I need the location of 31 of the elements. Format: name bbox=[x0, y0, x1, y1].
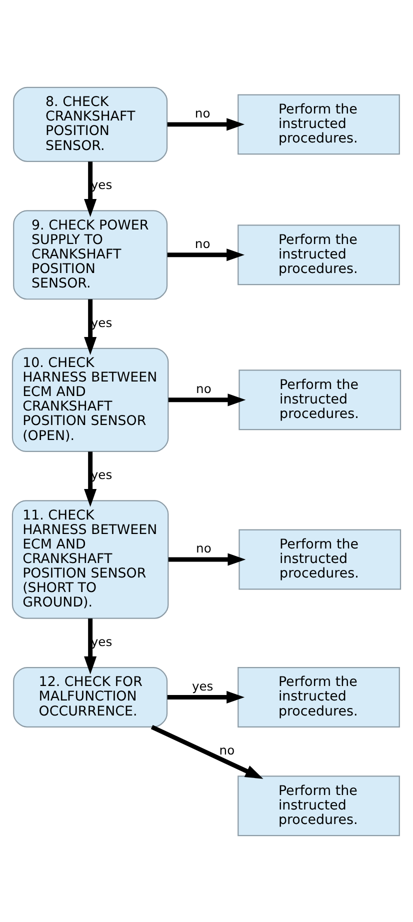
node-box: Perform the instructed procedures. bbox=[238, 369, 402, 430]
edge-label: yes bbox=[90, 178, 112, 192]
edge-label: yes bbox=[90, 468, 112, 482]
edge-label: no bbox=[194, 106, 210, 120]
edge-label: yes bbox=[192, 678, 214, 693]
node-box: Perform the instructed procedures. bbox=[238, 528, 402, 590]
edge-label: no bbox=[196, 541, 212, 556]
arrow bbox=[84, 298, 97, 354]
arrow bbox=[150, 724, 264, 778]
arrow bbox=[167, 118, 245, 130]
arrow bbox=[168, 552, 246, 566]
edge-label: no bbox=[219, 743, 235, 758]
node-box: Perform the instructed procedures. bbox=[238, 94, 400, 154]
node-box: Perform the instructed procedures. bbox=[238, 224, 400, 285]
arrow bbox=[167, 248, 245, 261]
arrow bbox=[84, 618, 97, 674]
arrow bbox=[84, 161, 97, 217]
arrow bbox=[167, 690, 245, 704]
edge-label: yes bbox=[90, 634, 112, 649]
node-box: Perform the instructed procedures. bbox=[238, 666, 400, 727]
node-box: 8. CHECK CRANKSHAFT POSITION SENSOR. bbox=[13, 86, 168, 162]
node-box: 12. CHECK FOR MALFUNCTION OCCURRENCE. bbox=[13, 666, 168, 727]
node-box: Perform the instructed procedures. bbox=[238, 775, 400, 836]
node-box: 9. CHECK POWER SUPPLY TO CRANKSHAFT POSITION SENSOR. bbox=[13, 210, 168, 300]
arrow bbox=[168, 393, 246, 406]
edge-label: no bbox=[196, 381, 212, 396]
edge-label: yes bbox=[90, 315, 112, 330]
node-box: 10. CHECK HARNESS BETWEEN ECM AND CRANKSHAFT POSITION SENSOR (OPEN). bbox=[12, 347, 169, 452]
arrow bbox=[84, 451, 97, 506]
edge-label: no bbox=[194, 236, 210, 250]
node-box: 11. CHECK HARNESS BETWEEN ECM AND CRANKSHAFT POSITION SENSOR (SHORT TO GROUND). bbox=[12, 500, 169, 618]
